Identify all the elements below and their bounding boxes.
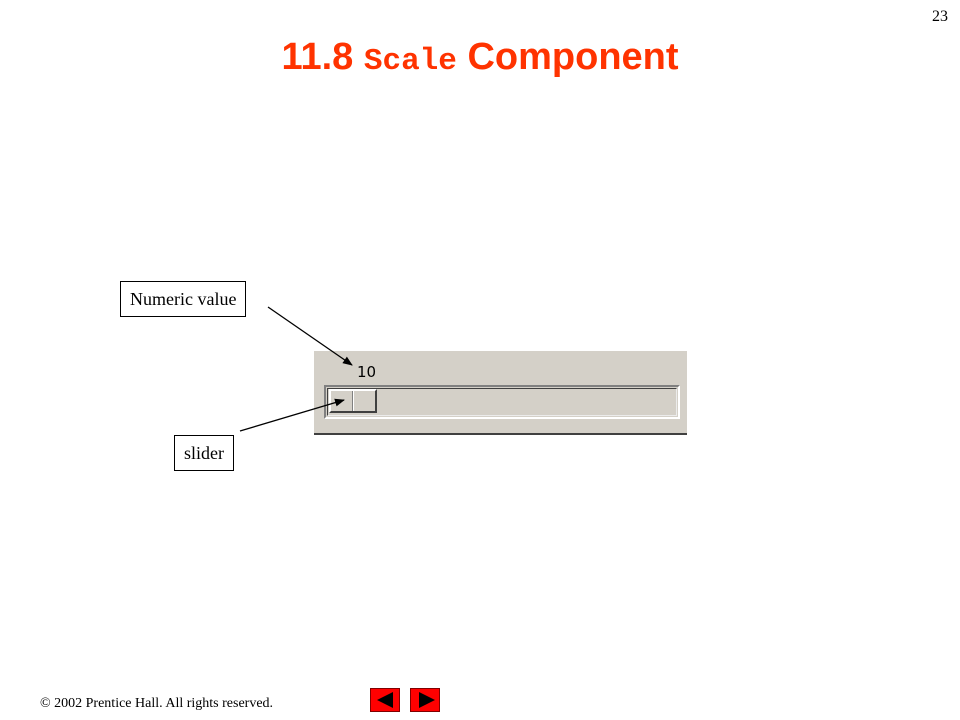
right-triangle-icon — [419, 692, 435, 708]
title-suffix: Component — [456, 36, 679, 78]
thumb-grip — [352, 391, 354, 411]
numeric-value-callout: Numeric value — [120, 281, 247, 317]
scale-widget: 10 — [314, 351, 687, 435]
scale-value-label: 10 — [357, 363, 377, 381]
slide-title: 11.8 Scale Component — [0, 36, 960, 79]
left-triangle-icon — [377, 692, 393, 708]
slide-number: 23 — [932, 8, 948, 25]
copyright-text: 2002 Prentice Hall. All rights reserved. — [50, 696, 274, 711]
scale-trough-inner — [327, 388, 677, 416]
slider-callout: slider — [174, 435, 234, 471]
title-code: Scale — [363, 44, 457, 79]
next-slide-button[interactable] — [410, 688, 440, 712]
footer-copyright: © 2002 Prentice Hall. All rights reserve… — [40, 696, 273, 712]
title-prefix: 11.8 — [281, 36, 364, 78]
copyright-symbol: © — [40, 696, 51, 711]
scale-trough[interactable] — [324, 385, 680, 419]
numeric-value-arrow — [267, 306, 353, 366]
slider-arrow — [239, 398, 345, 432]
previous-slide-button[interactable] — [370, 688, 400, 712]
